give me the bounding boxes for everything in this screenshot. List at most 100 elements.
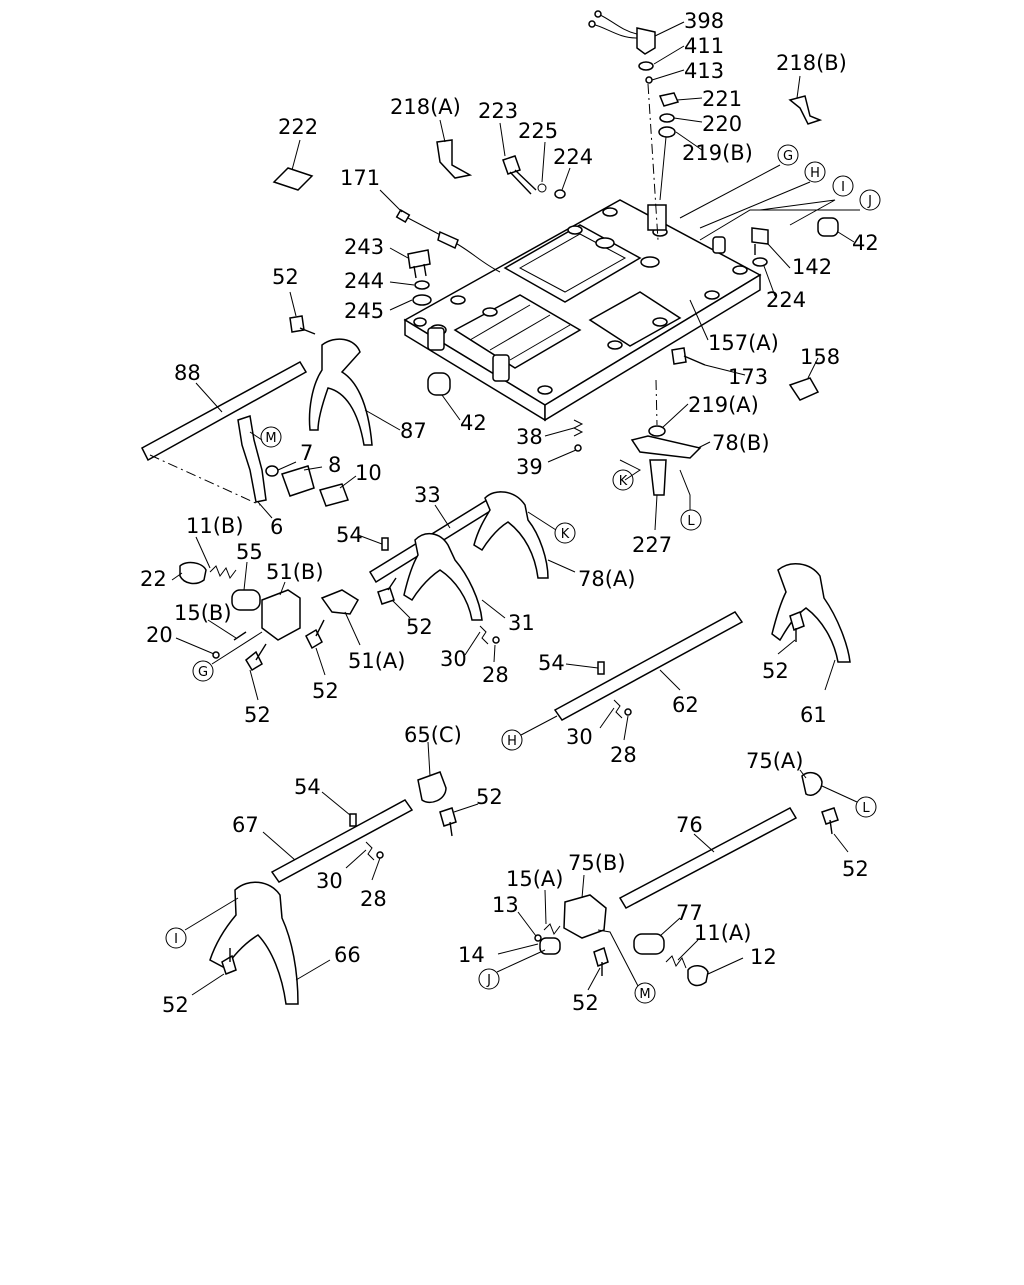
fork-61 — [771, 563, 851, 663]
label-75a: 75(A) — [746, 749, 803, 773]
label-42-left: 42 — [460, 411, 487, 435]
bolt-52-bottom-left — [221, 948, 237, 975]
label-245: 245 — [344, 299, 384, 323]
label-15b: 15(B) — [174, 601, 232, 625]
pin-54-b — [597, 661, 605, 675]
label-88: 88 — [174, 361, 201, 385]
label-219a: 219(A) — [688, 393, 759, 417]
label-52-b: 52 — [406, 615, 433, 639]
svg-text:M: M — [639, 987, 650, 1002]
ball-13 — [534, 934, 542, 942]
label-20: 20 — [146, 623, 173, 647]
spring-11a — [665, 955, 687, 969]
label-33: 33 — [414, 483, 441, 507]
ref-marker-l-lower: L — [855, 796, 877, 818]
label-28-b: 28 — [610, 743, 637, 767]
washer-219a — [648, 425, 666, 437]
spring-15a — [543, 923, 561, 936]
label-243: 243 — [344, 235, 384, 259]
ref-marker-i-top: I — [832, 175, 854, 197]
label-11a: 11(A) — [694, 921, 751, 945]
shaft-67 — [270, 799, 414, 883]
spring-38 — [572, 419, 584, 437]
pin-54-c — [349, 813, 357, 827]
label-31: 31 — [508, 611, 535, 635]
ref-marker-k-mid: K — [554, 522, 576, 544]
block-75b — [563, 894, 607, 939]
plunger-77 — [633, 933, 665, 955]
label-52-c: 52 — [312, 679, 339, 703]
label-38: 38 — [516, 425, 543, 449]
label-224-right: 224 — [766, 288, 806, 312]
label-78a: 78(A) — [578, 567, 635, 591]
svg-text:K: K — [619, 474, 628, 489]
label-61: 61 — [800, 703, 827, 727]
svg-text:H: H — [810, 166, 820, 181]
label-leaders — [171, 21, 855, 996]
bolt-173 — [671, 347, 706, 366]
label-225: 225 — [518, 119, 558, 143]
ref-marker-m-top: M — [260, 426, 282, 448]
ball-20 — [212, 651, 220, 659]
ball-39 — [574, 444, 582, 452]
svg-text:I: I — [841, 180, 845, 195]
svg-text:L: L — [687, 514, 695, 529]
bolt-227 — [649, 459, 667, 496]
pin-42-right — [817, 217, 839, 237]
svg-text:H: H — [507, 734, 517, 749]
plug-22 — [179, 561, 207, 585]
label-11b: 11(B) — [186, 514, 244, 538]
label-78b: 78(B) — [712, 431, 770, 455]
label-65c: 65(C) — [404, 723, 462, 747]
pin-54-a — [381, 537, 389, 551]
label-10: 10 — [355, 461, 382, 485]
plunger-55 — [231, 589, 261, 611]
clamp-65c — [417, 771, 447, 804]
label-411: 411 — [684, 34, 724, 58]
bracket-222 — [272, 167, 314, 191]
label-77: 77 — [676, 901, 703, 925]
label-13: 13 — [492, 893, 519, 917]
pin-42-left — [427, 372, 451, 396]
label-223: 223 — [478, 99, 518, 123]
label-52-h: 52 — [162, 993, 189, 1017]
label-398: 398 — [684, 9, 724, 33]
label-52-upper: 52 — [272, 265, 299, 289]
svg-text:M: M — [265, 431, 276, 446]
label-224-top: 224 — [553, 145, 593, 169]
fork-31 — [403, 533, 483, 621]
clip-158 — [788, 377, 820, 401]
bolt-52-right-lower — [821, 807, 839, 835]
shaft-76 — [618, 807, 798, 909]
ball-28-a — [492, 636, 500, 644]
label-7: 7 — [300, 441, 313, 465]
bolt-52-right — [789, 610, 805, 642]
label-22: 22 — [140, 567, 167, 591]
label-14: 14 — [458, 943, 485, 967]
svg-text:J: J — [486, 973, 491, 988]
label-66: 66 — [334, 943, 361, 967]
label-30-a: 30 — [440, 647, 467, 671]
ball-28-c — [376, 851, 384, 859]
bolt-243 — [407, 249, 432, 306]
reference-markers: G H I J M K K L G H L I J M — [165, 144, 881, 1004]
label-42-right: 42 — [852, 231, 879, 255]
bolt-223 — [502, 155, 537, 195]
lever-78b — [630, 435, 702, 459]
ref-marker-m-lower: M — [634, 982, 656, 1004]
spring-30-a — [479, 625, 489, 645]
clamp-75a — [801, 771, 823, 796]
bracket-218a — [436, 139, 473, 179]
label-222: 222 — [278, 115, 318, 139]
svg-text:I: I — [174, 932, 178, 947]
label-142: 142 — [792, 255, 832, 279]
ball-28-b — [624, 708, 632, 716]
label-173: 173 — [728, 365, 768, 389]
ref-marker-j-lower: J — [478, 968, 500, 990]
label-218a: 218(A) — [390, 95, 461, 119]
ref-marker-h-top: H — [804, 161, 826, 183]
label-30-b: 30 — [566, 725, 593, 749]
label-8: 8 — [328, 453, 341, 477]
